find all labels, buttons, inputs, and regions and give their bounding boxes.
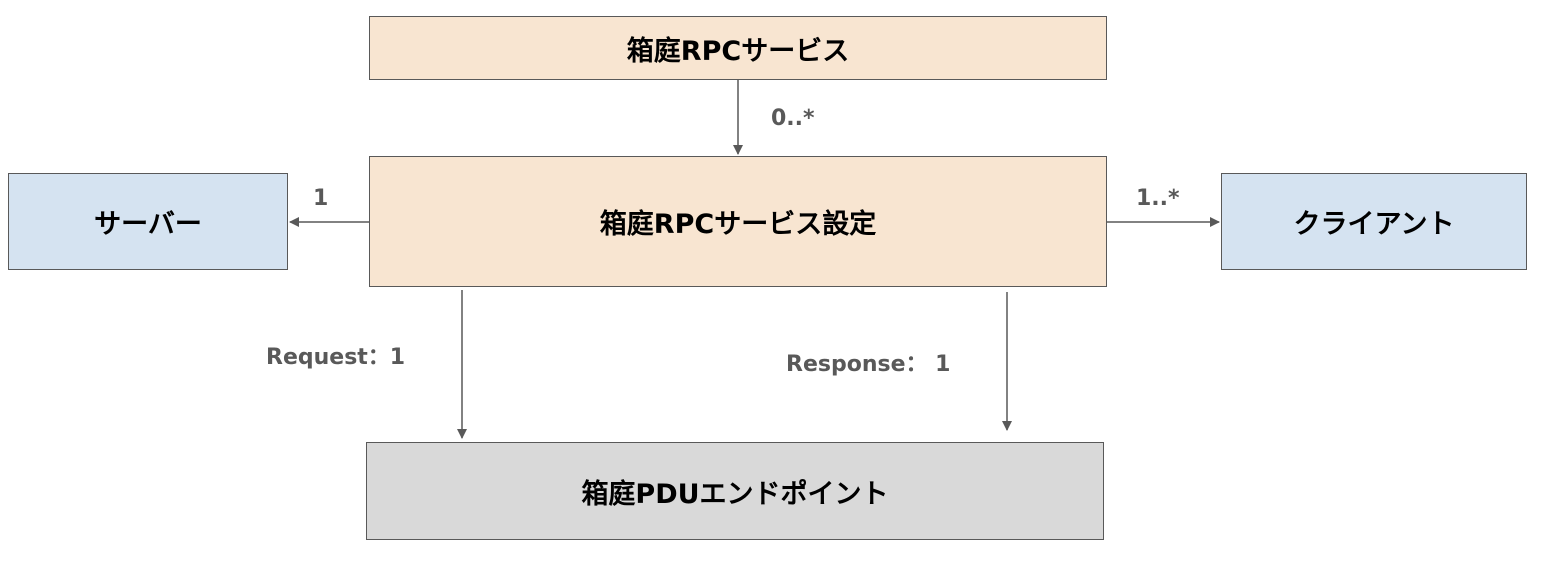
pdu-endpoint-node: 箱庭PDUエンドポイント xyxy=(366,442,1104,540)
client-node: クライアント xyxy=(1221,173,1527,270)
rpc-service-config-node: 箱庭RPCサービス設定 xyxy=(369,156,1107,287)
rpc-service-node: 箱庭RPCサービス xyxy=(369,16,1107,80)
edge-label-service-multiplicity: 0..* xyxy=(771,106,815,131)
server-node: サーバー xyxy=(8,173,288,270)
edge-label-server-multiplicity: 1 xyxy=(313,186,329,211)
edge-label-request: Request：1 xyxy=(266,345,406,370)
edge-label-client-multiplicity: 1..* xyxy=(1136,186,1180,211)
edge-label-response: Response： 1 xyxy=(786,352,951,377)
